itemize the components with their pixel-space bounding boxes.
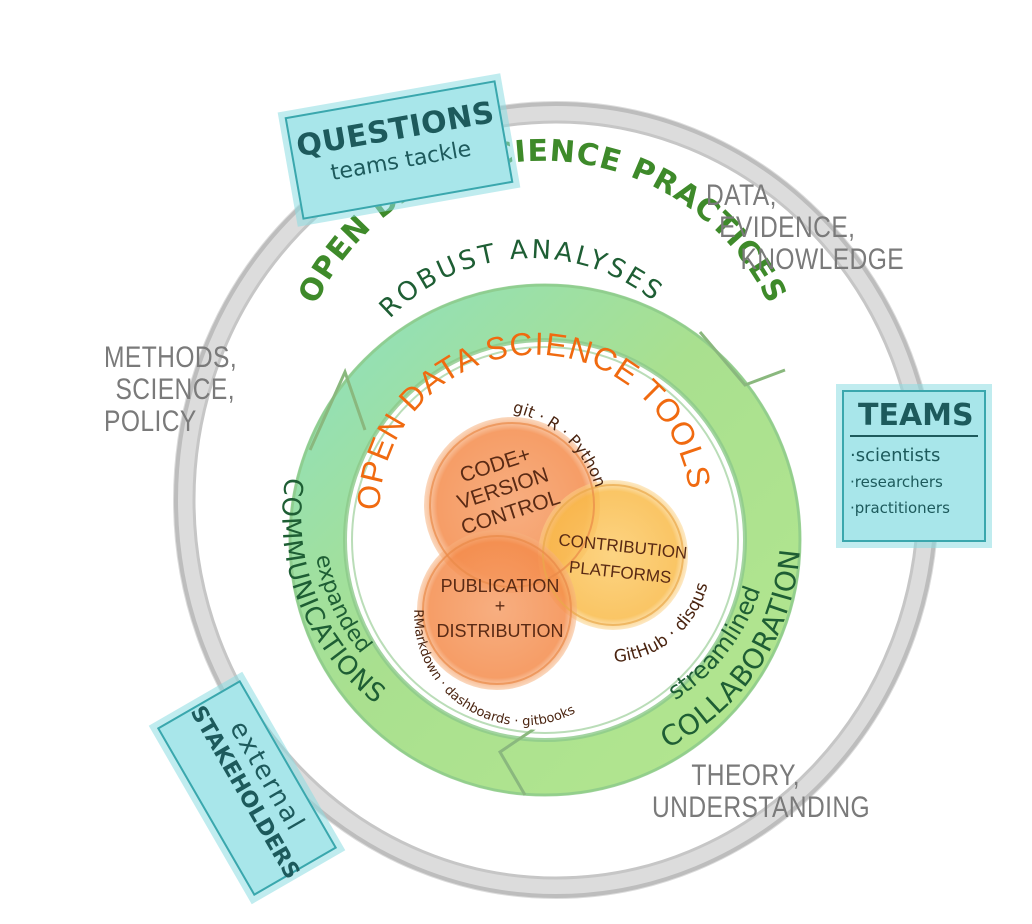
practices-ring (288, 283, 802, 797)
teams-box: TEAMS ·scientists ·researchers ·practiti… (842, 390, 986, 542)
tool-circles (417, 417, 688, 690)
teams-item: ·scientists (850, 445, 941, 466)
label-theory-understanding: THEORY, UNDERSTANDING (652, 759, 871, 824)
circle-publication-distribution (417, 530, 577, 690)
teams-title: TEAMS (850, 392, 978, 437)
svg-text:DISTRIBUTION: DISTRIBUTION (436, 621, 563, 641)
publication-circle-label: PUBLICATION + DISTRIBUTION (436, 576, 563, 641)
ring-arrow-left-icon (308, 367, 367, 451)
circle-contribution-platforms (538, 480, 688, 630)
label-methods-science-policy: METHODS, SCIENCE, POLICY (104, 341, 238, 438)
teams-item: ·practitioners (850, 499, 950, 517)
teams-list: ·scientists ·researchers ·practitioners (844, 437, 984, 521)
svg-text:+: + (495, 596, 506, 616)
svg-text:PUBLICATION: PUBLICATION (441, 576, 560, 596)
ring-arrow-right-icon (698, 331, 786, 387)
label-data-evidence-knowledge: DATA, EVIDENCE, KNOWLEDGE (706, 179, 905, 276)
ring-arrow-bottom-icon (497, 723, 541, 796)
teams-item: ·researchers (850, 473, 943, 491)
